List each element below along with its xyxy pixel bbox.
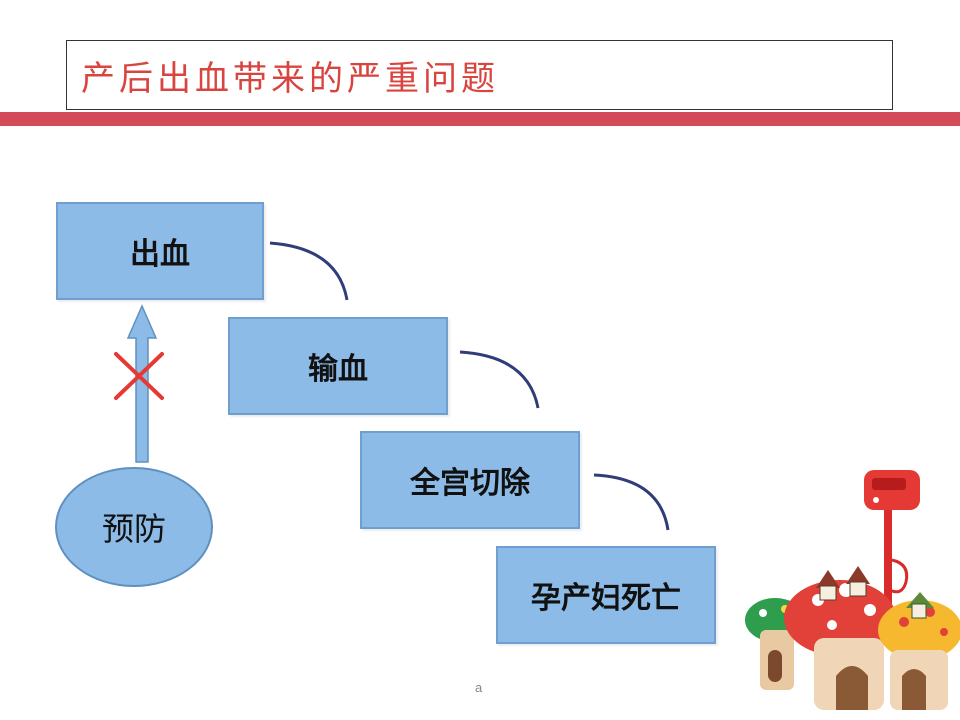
step-transfusion: 输血 xyxy=(228,317,448,415)
step-maternal-death-label: 孕产妇死亡 xyxy=(531,581,681,616)
up-arrow-icon xyxy=(126,304,158,463)
slide-title: 产后出血带来的严重问题 xyxy=(81,59,499,99)
step-maternal-death: 孕产妇死亡 xyxy=(496,546,716,644)
title-box: 产后出血带来的严重问题 xyxy=(66,40,893,110)
step-bleeding: 出血 xyxy=(56,202,264,300)
connector-2 xyxy=(459,350,540,409)
prevention-ellipse: 预防 xyxy=(55,467,213,587)
cross-icon xyxy=(114,352,164,400)
step-hysterectomy-label: 全宫切除 xyxy=(410,466,530,501)
step-bleeding-label: 出血 xyxy=(130,237,190,272)
connector-3 xyxy=(593,473,670,531)
mushroom-houses-illustration xyxy=(745,470,960,710)
step-hysterectomy: 全宫切除 xyxy=(360,431,580,529)
connector-1 xyxy=(269,241,349,301)
prevention-label: 预防 xyxy=(101,510,166,548)
footer-mark: a xyxy=(475,680,483,695)
accent-bar xyxy=(0,112,960,126)
step-transfusion-label: 输血 xyxy=(308,352,368,387)
